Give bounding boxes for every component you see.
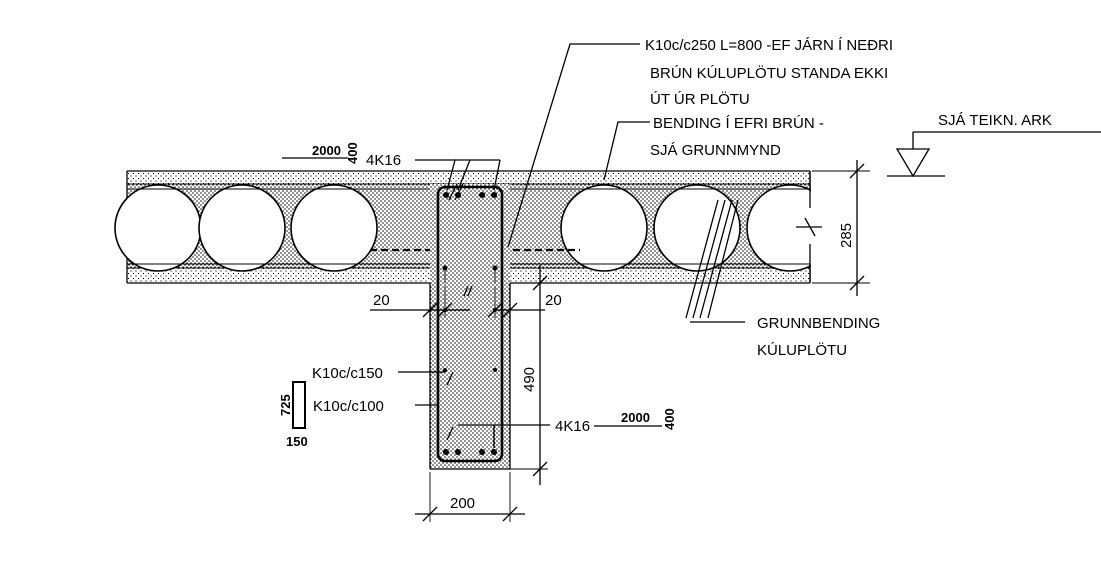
dim-beam-width: 200 [450, 495, 475, 512]
void-ball [114, 184, 202, 272]
note-base-1: GRUNNBENDING [757, 315, 880, 332]
beam-concrete [430, 184, 510, 469]
dim-cover-right: 20 [545, 292, 562, 309]
stirrup-width-label: 150 [286, 434, 308, 449]
bottom-bars-label: 4K16 [555, 418, 590, 435]
beam-stirrup [436, 185, 504, 463]
void-ball [198, 184, 286, 272]
note-base-2: KÚLUPLÖTU [757, 341, 847, 359]
top-bars-label: 4K16 [366, 152, 401, 169]
note-arch-ref: SJÁ TEIKN. ARK [938, 112, 1052, 129]
dim-cover-left: 20 [373, 292, 390, 309]
note-top-bend-1: BENDING Í EFRI BRÚN - [653, 115, 824, 132]
dim-beam-down: 490 [521, 367, 538, 392]
top-len-num: 2000 [312, 143, 341, 158]
void-ball [653, 184, 741, 272]
dim-slab-depth: 285 [838, 223, 855, 248]
stirrup-upper-label: K10c/c150 [312, 365, 383, 382]
stirrup-height-label: 725 [278, 394, 293, 416]
bottom-len-den: 400 [662, 408, 677, 430]
bottom-len-num: 2000 [621, 410, 650, 425]
top-len-side: 400 [345, 142, 360, 164]
stirrup-shape-icon [292, 381, 306, 429]
labels: K10c/c250 L=800 -EF JÁRN Í NEÐRI BRÚN KÚ… [278, 37, 1052, 512]
void-ball [560, 184, 648, 272]
note-top-bar-2: BRÚN KÚLUPLÖTU STANDA EKKI [650, 64, 888, 82]
note-top-bend-2: SJÁ GRUNNMYND [650, 142, 781, 159]
note-top-bar-3: ÚT ÚR PLÖTU [650, 90, 750, 108]
beam [429, 183, 511, 470]
stirrup-lower-label: K10c/c100 [313, 398, 384, 415]
note-top-bar-1: K10c/c250 L=800 -EF JÁRN Í NEÐRI [645, 37, 893, 54]
leaders [398, 43, 745, 448]
level-triangle [895, 148, 931, 178]
dimensions [370, 131, 1101, 522]
slab-top-cover [127, 171, 810, 184]
void-ball [290, 184, 378, 272]
